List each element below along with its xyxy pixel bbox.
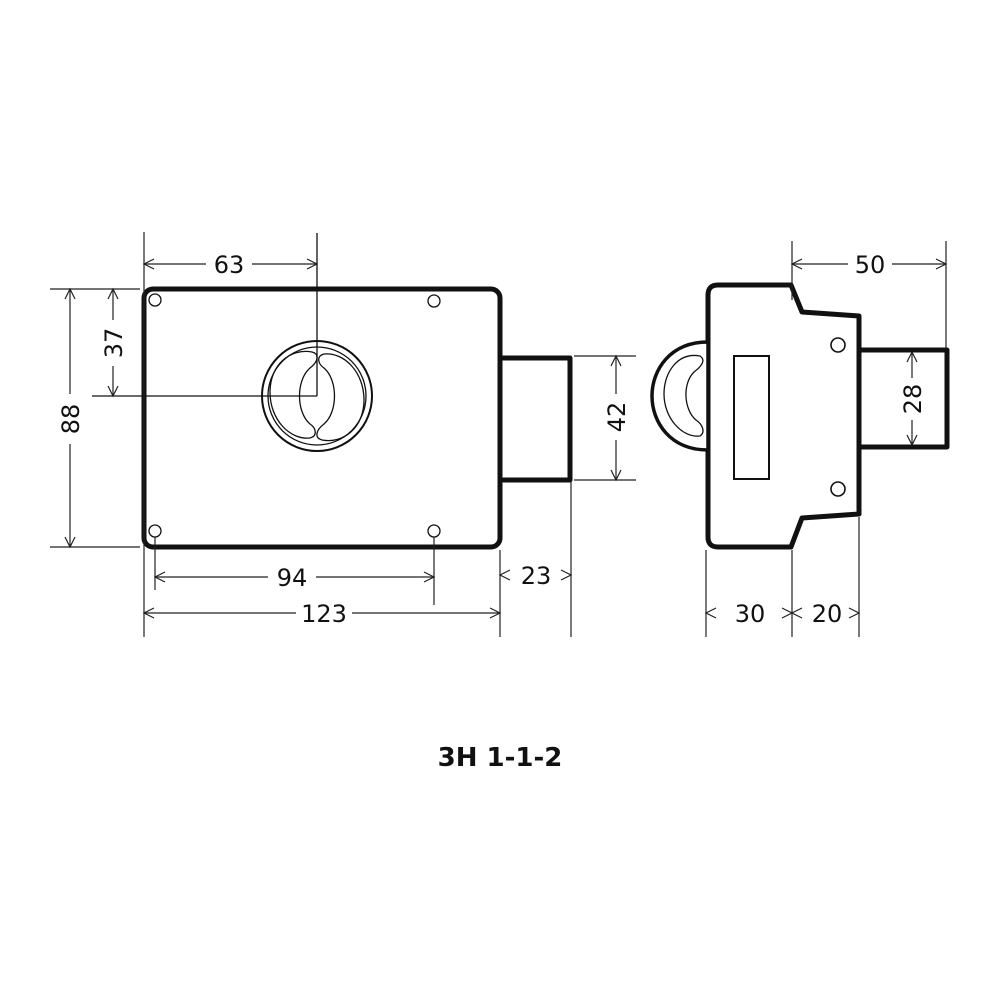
bolt-front bbox=[497, 355, 573, 483]
dim-37-label: 37 bbox=[100, 328, 128, 359]
knob-side-grip bbox=[663, 354, 704, 437]
dim-30-label: 30 bbox=[735, 600, 766, 628]
dim-94-label: 94 bbox=[277, 564, 308, 592]
dim-63-label: 63 bbox=[214, 251, 245, 279]
side-dimensions: 50 28 30 20 bbox=[704, 241, 948, 637]
side-hole-top bbox=[830, 337, 846, 353]
front-view bbox=[92, 233, 573, 550]
screw-hole-top-right bbox=[427, 294, 441, 308]
dim-20-label: 20 bbox=[812, 600, 843, 628]
side-hole-bottom bbox=[830, 481, 846, 497]
dim-88-label: 88 bbox=[57, 404, 85, 435]
screw-hole-bottom-left bbox=[148, 524, 162, 538]
dim-123-label: 123 bbox=[301, 600, 347, 628]
lock-body-side bbox=[705, 282, 862, 550]
dim-42-label: 42 bbox=[603, 402, 631, 433]
model-caption: 3H 1-1-2 bbox=[438, 743, 563, 773]
dim-50-label: 50 bbox=[855, 251, 886, 279]
screw-hole-top-left bbox=[148, 293, 162, 307]
knob-grip-left bbox=[269, 350, 318, 439]
front-dimensions: 63 37 88 42 94 123 23 bbox=[50, 232, 636, 637]
side-view bbox=[650, 282, 950, 550]
dim-28-label: 28 bbox=[899, 384, 927, 415]
knob-side bbox=[650, 340, 710, 452]
side-slot bbox=[733, 355, 770, 480]
knob-grip-right bbox=[316, 353, 365, 442]
dim-23-label: 23 bbox=[521, 562, 552, 590]
screw-hole-bottom-right bbox=[427, 524, 441, 538]
